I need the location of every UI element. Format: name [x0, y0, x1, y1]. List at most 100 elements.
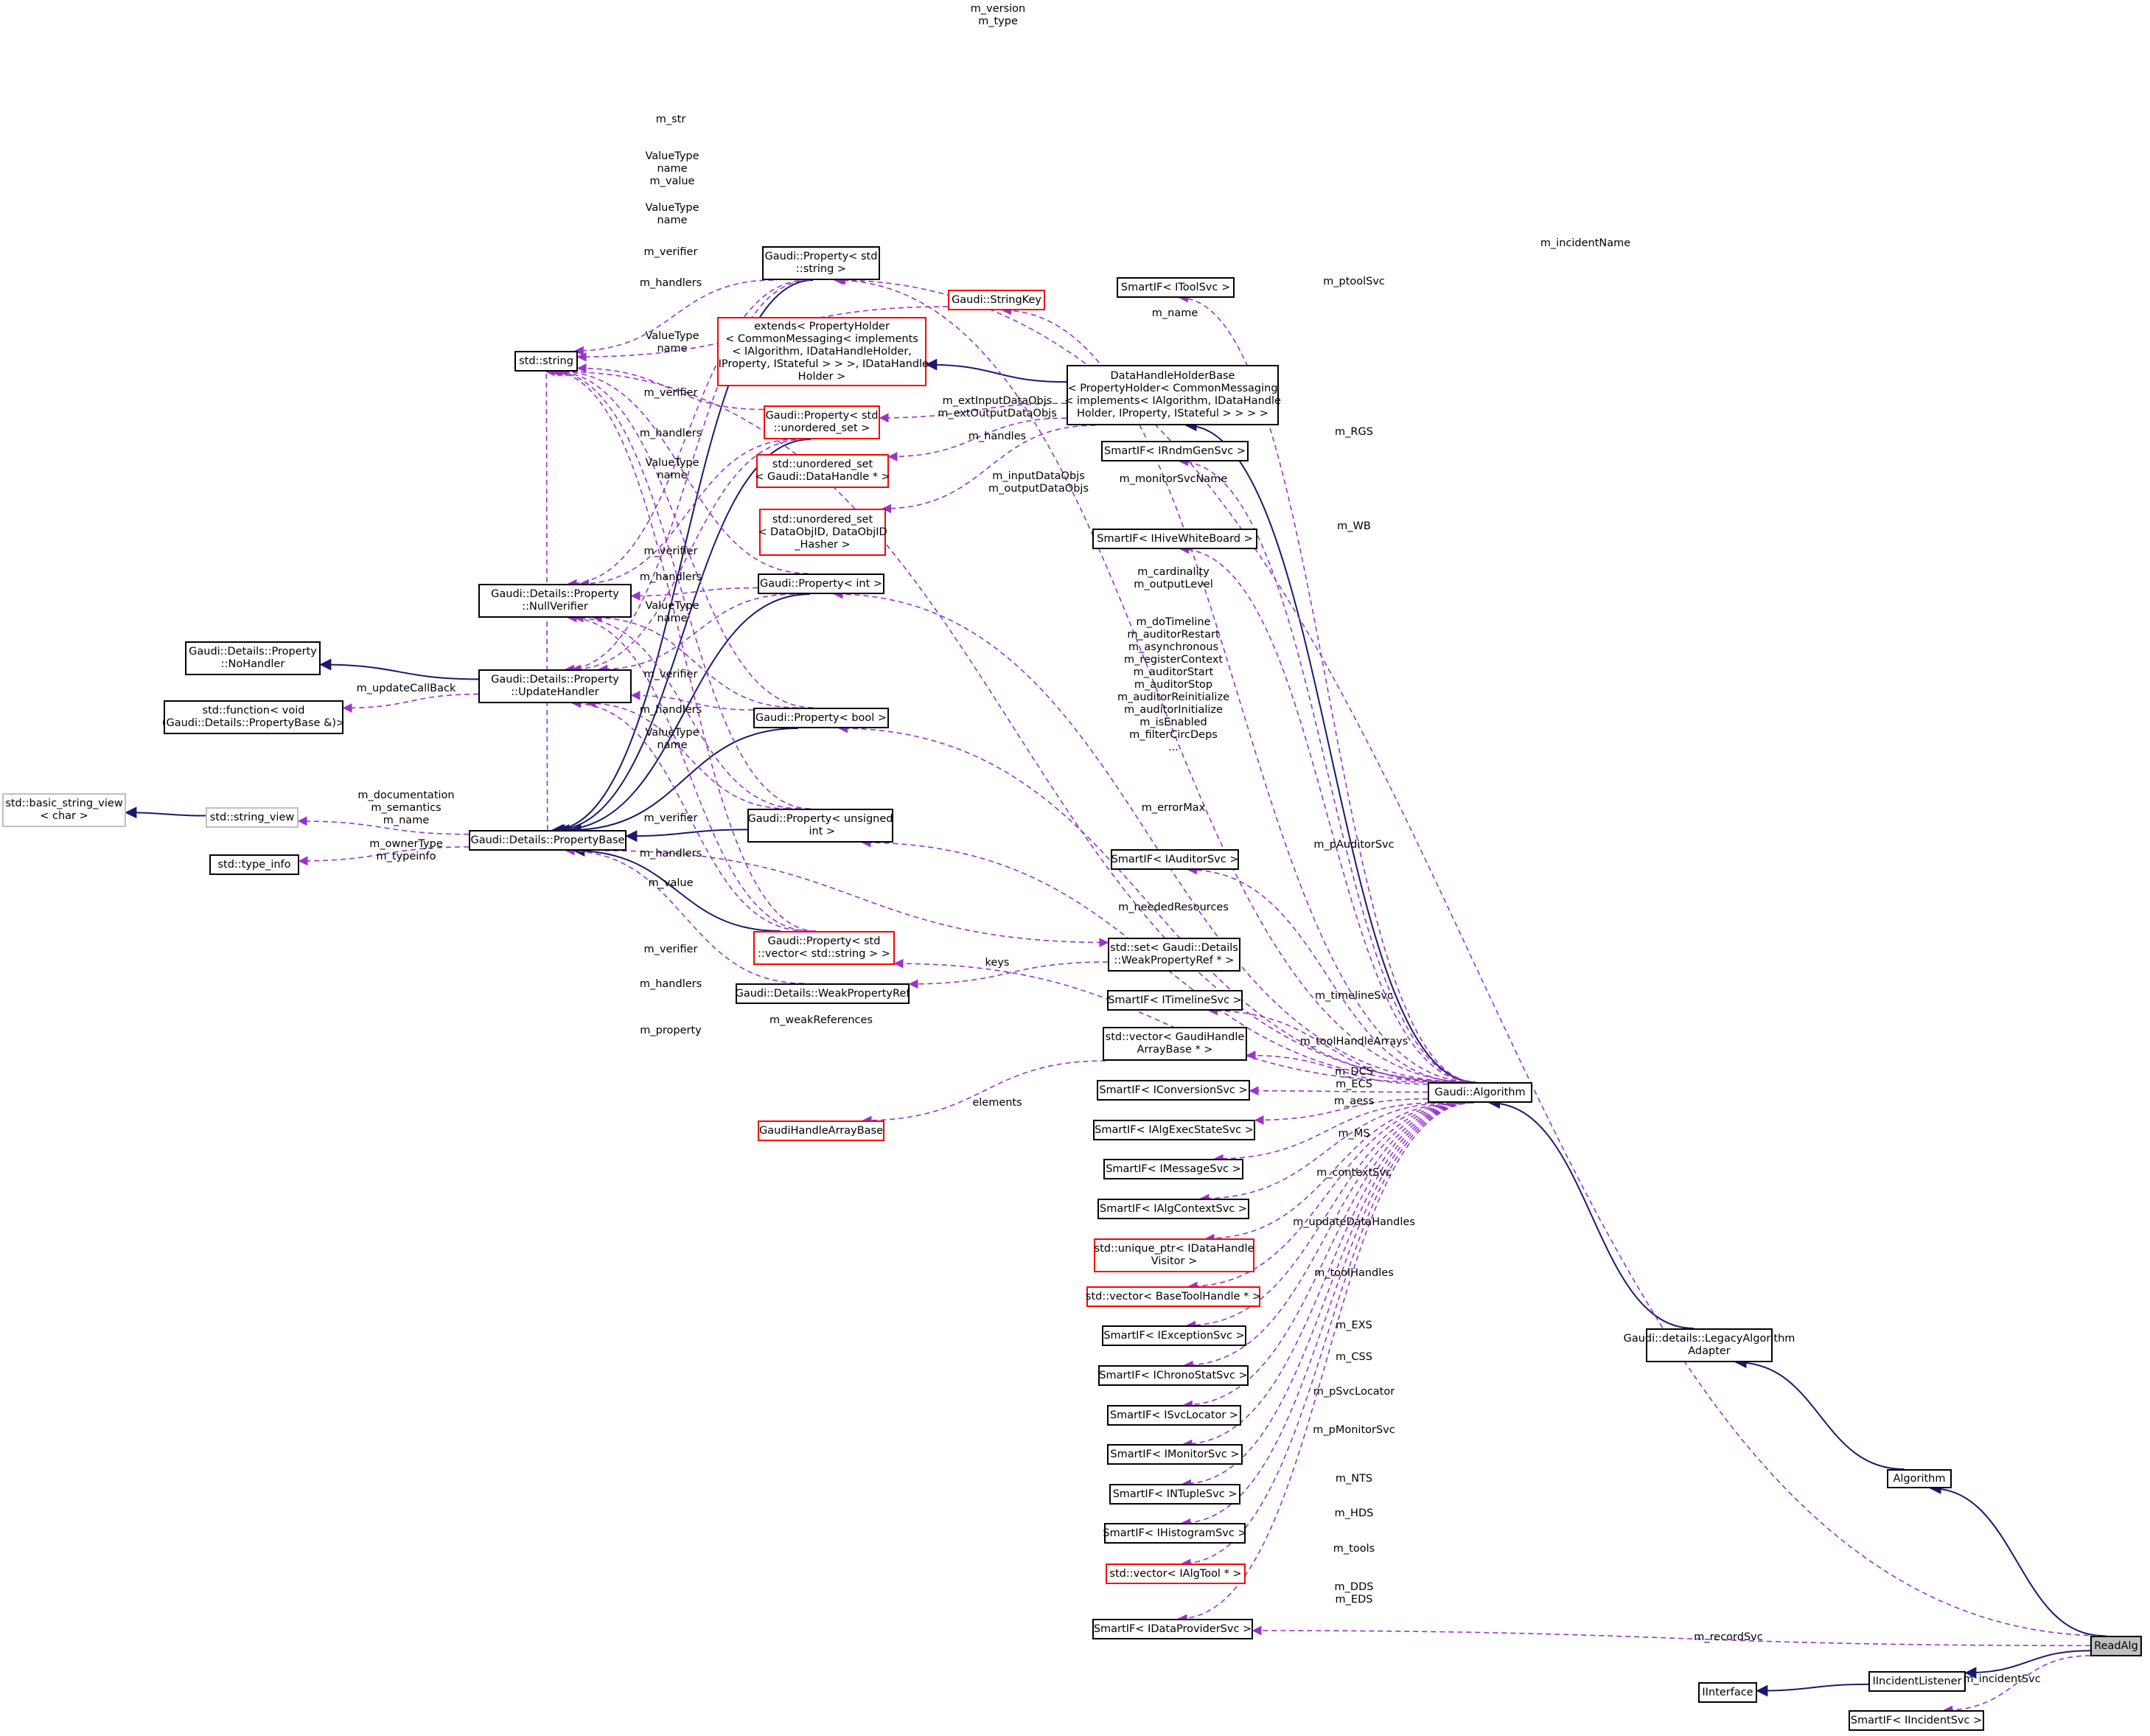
class-node-smart-exc[interactable]: SmartIF< IExceptionSvc > — [1102, 1325, 1246, 1346]
class-node-set-wpr[interactable]: std::set< Gaudi::Details ::WeakPropertyR… — [1108, 938, 1240, 972]
usage-edge-prop-string-to-stdstring — [573, 279, 774, 356]
class-node-smart-incident[interactable]: SmartIF< IIncidentSvc > — [1849, 1710, 1984, 1731]
usage-edge-gaudi-algorithm-to-smart-exec-state — [1254, 1098, 1428, 1125]
edge-label-verifier6: m_verifier — [643, 944, 698, 955]
usage-edge-gaudi-algorithm-to-smart-rndm — [1179, 456, 1476, 1083]
edge-label-verifier2: m_verifier — [643, 387, 698, 399]
class-node-read-alg[interactable]: ReadAlg — [2090, 1636, 2142, 1656]
edge-label-incname: m_incidentName — [1540, 237, 1631, 249]
usage-edge-gaudi-algorithm-to-stdstring — [558, 366, 1467, 1083]
usage-edge-prop-unsigned-to-update-handler — [586, 698, 789, 809]
class-node-extends-ph[interactable]: extends< PropertyHolder < CommonMessagin… — [717, 317, 929, 386]
class-node-vec-alg-tool[interactable]: std::vector< IAlgTool * > — [1106, 1564, 1246, 1584]
class-node-prop-bool[interactable]: Gaudi::Property< bool > — [753, 708, 889, 728]
inheritance-edge-stringview-to-basicsv — [125, 806, 206, 819]
class-node-basicsv[interactable]: std::basic_string_view < char > — [2, 793, 126, 827]
class-node-algorithm[interactable]: Algorithm — [1887, 1469, 1952, 1488]
class-node-smart-auditor[interactable]: SmartIF< IAuditorSvc > — [1111, 849, 1239, 870]
class-node-smart-hive[interactable]: SmartIF< IHiveWhiteBoard > — [1092, 529, 1257, 549]
usage-edge-gaudi-algorithm-to-unique-dhv — [1204, 1102, 1461, 1244]
class-node-string-key[interactable]: Gaudi::StringKey — [948, 290, 1045, 310]
class-node-vec-base-tool[interactable]: std::vector< BaseToolHandle * > — [1086, 1286, 1261, 1307]
edge-label-rgs: m_RGS — [1335, 426, 1373, 438]
class-node-stringview[interactable]: std::string_view — [206, 807, 299, 828]
class-node-smart-data-prov[interactable]: SmartIF< IDataProviderSvc > — [1092, 1619, 1253, 1639]
usage-edge-prop-vec-to-stdstring — [550, 366, 817, 932]
class-node-no-handler[interactable]: Gaudi::Details::Property ::NoHandler — [185, 641, 321, 675]
class-node-smart-svc-loc[interactable]: SmartIF< ISvcLocator > — [1107, 1405, 1241, 1426]
usage-edge-prop-int-to-null-verifier — [630, 587, 758, 601]
class-node-smart-tool[interactable]: SmartIF< IToolSvc > — [1117, 277, 1235, 298]
inheritance-edge-algorithm-to-legacy-adapter — [1734, 1356, 1905, 1470]
class-node-update-handler[interactable]: Gaudi::Details::Property ::UpdateHandler — [478, 669, 632, 703]
edge-label-toolh: m_toolHandles — [1314, 1267, 1394, 1279]
edge-label-verifier4: m_verifier — [643, 669, 698, 680]
usage-edge-wpr-to-property-base — [565, 846, 804, 984]
class-node-gaudi-algorithm[interactable]: Gaudi::Algorithm — [1428, 1082, 1532, 1103]
class-node-smart-alg-ctx[interactable]: SmartIF< IAlgContextSvc > — [1097, 1199, 1249, 1219]
class-node-typeinfo[interactable]: std::type_info — [209, 854, 299, 875]
usage-edge-gaudi-algorithm-to-smart-auditor — [1187, 865, 1467, 1083]
edge-label-verifier5: m_verifier — [643, 812, 698, 824]
usage-edge-gaudi-algorithm-to-smart-alg-ctx — [1199, 1102, 1453, 1204]
class-node-stdstring[interactable]: std::string — [514, 351, 578, 372]
class-node-uos-data-handle[interactable]: std::unordered_set < Gaudi::DataHandle *… — [755, 454, 890, 488]
usage-edge-prop-string-to-update-handler — [565, 279, 811, 674]
class-node-prop-vec[interactable]: Gaudi::Property< std ::vector< std::stri… — [753, 931, 895, 965]
class-node-uos-data-obj[interactable]: std::unordered_set < DataObjID, DataObjI… — [758, 509, 887, 556]
class-node-smart-msg[interactable]: SmartIF< IMessageSvc > — [1103, 1159, 1243, 1179]
edge-label-handlers1: m_handlers — [639, 277, 702, 289]
class-node-smart-hist[interactable]: SmartIF< IHistogramSvc > — [1103, 1523, 1247, 1544]
class-node-smart-rndm[interactable]: SmartIF< IRndmGenSvc > — [1101, 441, 1249, 461]
class-node-smart-chrono[interactable]: SmartIF< IChronoStatSvc > — [1098, 1365, 1249, 1386]
usage-edge-prop-bool-to-stdstring — [553, 366, 814, 708]
edge-label-nts: m_NTS — [1335, 1473, 1373, 1485]
class-node-smart-conv[interactable]: SmartIF< IConversionSvc > — [1097, 1080, 1250, 1101]
class-node-prop-string[interactable]: Gaudi::Property< std ::string > — [762, 246, 880, 280]
edge-label-version: m_version m_type — [970, 3, 1026, 27]
edge-label-dcs: m_DCS m_ECS — [1335, 1066, 1373, 1090]
class-node-iinterface[interactable]: IInterface — [1698, 1682, 1757, 1703]
usage-edge-prop-uos-to-stdstring — [576, 363, 764, 411]
edge-label-vt5: ValueType name — [645, 600, 699, 624]
edge-label-incsvc: m_incidentSvc — [1963, 1673, 2041, 1685]
class-node-null-verifier[interactable]: Gaudi::Details::Property ::NullVerifier — [478, 584, 632, 618]
edge-label-handles: m_handles — [968, 430, 1027, 442]
inheritance-edge-iincident-listener-to-iinterface — [1756, 1683, 1869, 1697]
edge-label-errmax: m_errorMax — [1141, 802, 1206, 814]
class-node-prop-unsigned[interactable]: Gaudi::Property< unsigned int > — [747, 809, 893, 843]
edge-label-vt3: ValueType name — [645, 330, 699, 355]
class-node-prop-int[interactable]: Gaudi::Property< int > — [758, 574, 884, 594]
usage-edge-prop-bool-to-update-handler — [630, 690, 754, 711]
inheritance-edge-prop-vec-to-property-base — [573, 845, 781, 932]
class-node-smart-ntuple[interactable]: SmartIF< INTupleSvc > — [1109, 1484, 1240, 1505]
usage-edge-set-wpr-to-wpr — [908, 961, 1109, 989]
class-node-iincident-listener[interactable]: IIncidentListener — [1868, 1671, 1966, 1692]
class-node-smart-exec-state[interactable]: SmartIF< IAlgExecStateSvc > — [1093, 1120, 1255, 1140]
class-node-dhhb[interactable]: DataHandleHolderBase < PropertyHolder< C… — [1064, 365, 1281, 425]
class-node-unique-dhv[interactable]: std::unique_ptr< IDataHandle Visitor > — [1094, 1238, 1254, 1272]
class-node-prop-uos[interactable]: Gaudi::Property< std ::unordered_set > — [764, 405, 880, 439]
edge-label-paud: m_pAuditorSvc — [1313, 839, 1395, 851]
class-node-ghab[interactable]: GaudiHandleArrayBase — [758, 1120, 884, 1141]
inheritance-edge-gaudi-algorithm-to-dhhb — [1184, 419, 1476, 1083]
usage-edge-gaudi-algorithm-to-vec-alg-tool — [1181, 1102, 1474, 1569]
class-node-property-base[interactable]: Gaudi::Details::PropertyBase — [469, 830, 626, 851]
usage-edge-prop-int-to-stdstring — [558, 366, 809, 574]
usage-edge-dhhb-to-prop-uos — [879, 402, 1067, 423]
inheritance-edge-prop-string-to-property-base — [551, 279, 814, 836]
usage-edge-dhhb-to-uos-data-obj — [882, 425, 1096, 514]
edge-label-udh: m_updateDataHandles — [1293, 1216, 1415, 1228]
usage-edge-gaudi-algorithm-to-prop-string — [834, 275, 1472, 1083]
class-node-smart-monitor[interactable]: SmartIF< IMonitorSvc > — [1107, 1444, 1243, 1465]
edge-label-pmon: m_pMonitorSvc — [1313, 1424, 1395, 1436]
class-node-vec-ghab[interactable]: std::vector< GaudiHandle ArrayBase * > — [1103, 1027, 1247, 1061]
class-node-stdfunction[interactable]: std::function< void (Gaudi::Details::Pro… — [162, 700, 345, 734]
class-node-smart-timeline[interactable]: SmartIF< ITimelineSvc > — [1107, 990, 1243, 1011]
usage-edge-gaudi-algorithm-to-smart-msg — [1213, 1102, 1439, 1164]
edge-label-vt2: ValueType name — [645, 202, 699, 226]
class-node-wpr[interactable]: Gaudi::Details::WeakPropertyRef — [736, 983, 910, 1004]
inheritance-edge-prop-int-to-property-base — [557, 593, 811, 836]
class-node-legacy-adapter[interactable]: Gaudi::details::LegacyAlgorithm Adapter — [1624, 1328, 1795, 1362]
usage-edge-gaudi-algorithm-to-prop-vec — [893, 958, 1434, 1083]
